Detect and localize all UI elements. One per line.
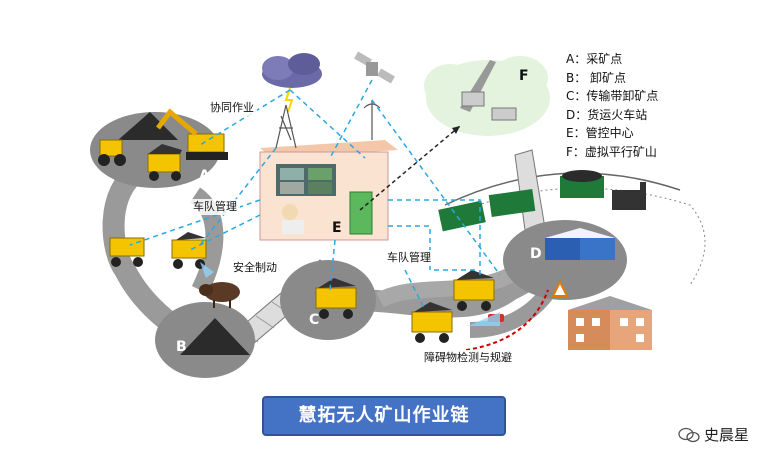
legend-item-a: A：采矿点 <box>566 52 623 66</box>
road-c-d-2 <box>376 263 525 308</box>
control-center-e <box>259 140 398 241</box>
building-icon <box>568 296 652 350</box>
cloud-icon <box>262 53 322 88</box>
sensor-cone-1 <box>200 262 214 278</box>
truck-a <box>147 144 182 181</box>
legend-item-f: F：虚拟平行矿山 <box>566 144 657 159</box>
virtual-mine-cloud-f <box>424 56 550 136</box>
diagram-title: 慧拓无人矿山作业链 <box>262 396 506 436</box>
truck-ab-1 <box>109 237 145 267</box>
watermark-text: 史晨星 <box>704 426 750 444</box>
lightning-icon <box>284 87 294 113</box>
truck-c-1 <box>315 278 357 319</box>
link-virtual-mine <box>359 125 461 211</box>
link-arrowhead <box>452 126 460 134</box>
ore-pile-b <box>180 318 250 355</box>
label-cooperate: 协同作业 <box>207 100 257 116</box>
truck-c-2 <box>411 302 453 343</box>
satellite-icon <box>354 51 395 84</box>
label-obstacle: 障碍物检测与规避 <box>421 350 515 366</box>
excavator-a <box>156 108 228 160</box>
watermark: 史晨星 <box>678 424 749 445</box>
sensor-cone-2 <box>468 312 500 326</box>
node-c: C <box>309 312 320 328</box>
loader-a <box>98 139 126 166</box>
legend: A：采矿点 B： 卸矿点 C：传输带卸矿点 D：货运火车站 E：管控中心 F：虚… <box>566 50 658 161</box>
avoidance-path <box>465 289 549 351</box>
locomotive <box>612 190 646 210</box>
boar-icon <box>199 282 240 308</box>
rail-outer <box>444 172 681 206</box>
label-fleet-1: 车队管理 <box>190 199 240 215</box>
ore-pile-a <box>118 112 178 140</box>
operator <box>282 204 298 220</box>
tower-icon <box>275 104 297 149</box>
node-d: D <box>530 246 542 262</box>
antenna-icon <box>363 100 381 140</box>
legend-item-d: D：货运火车站 <box>566 107 648 122</box>
node-b: B <box>176 339 187 355</box>
station-d <box>545 228 615 260</box>
label-fleet-2: 车队管理 <box>384 250 434 266</box>
legend-item-b: B： 卸矿点 <box>566 70 627 85</box>
server-rack <box>349 191 373 235</box>
train <box>438 170 646 232</box>
legend-item-c: C：传输带卸矿点 <box>566 89 659 103</box>
truck-d <box>453 270 495 311</box>
node-e: E <box>332 220 342 236</box>
node-a: A <box>199 168 210 184</box>
warning-sign-icon <box>551 279 569 297</box>
legend-item-e: E：管控中心 <box>566 126 634 140</box>
road-a-b <box>102 160 187 340</box>
node-f: F <box>519 68 529 84</box>
wechat-icon <box>678 427 700 442</box>
label-safety-brake: 安全制动 <box>230 260 280 276</box>
